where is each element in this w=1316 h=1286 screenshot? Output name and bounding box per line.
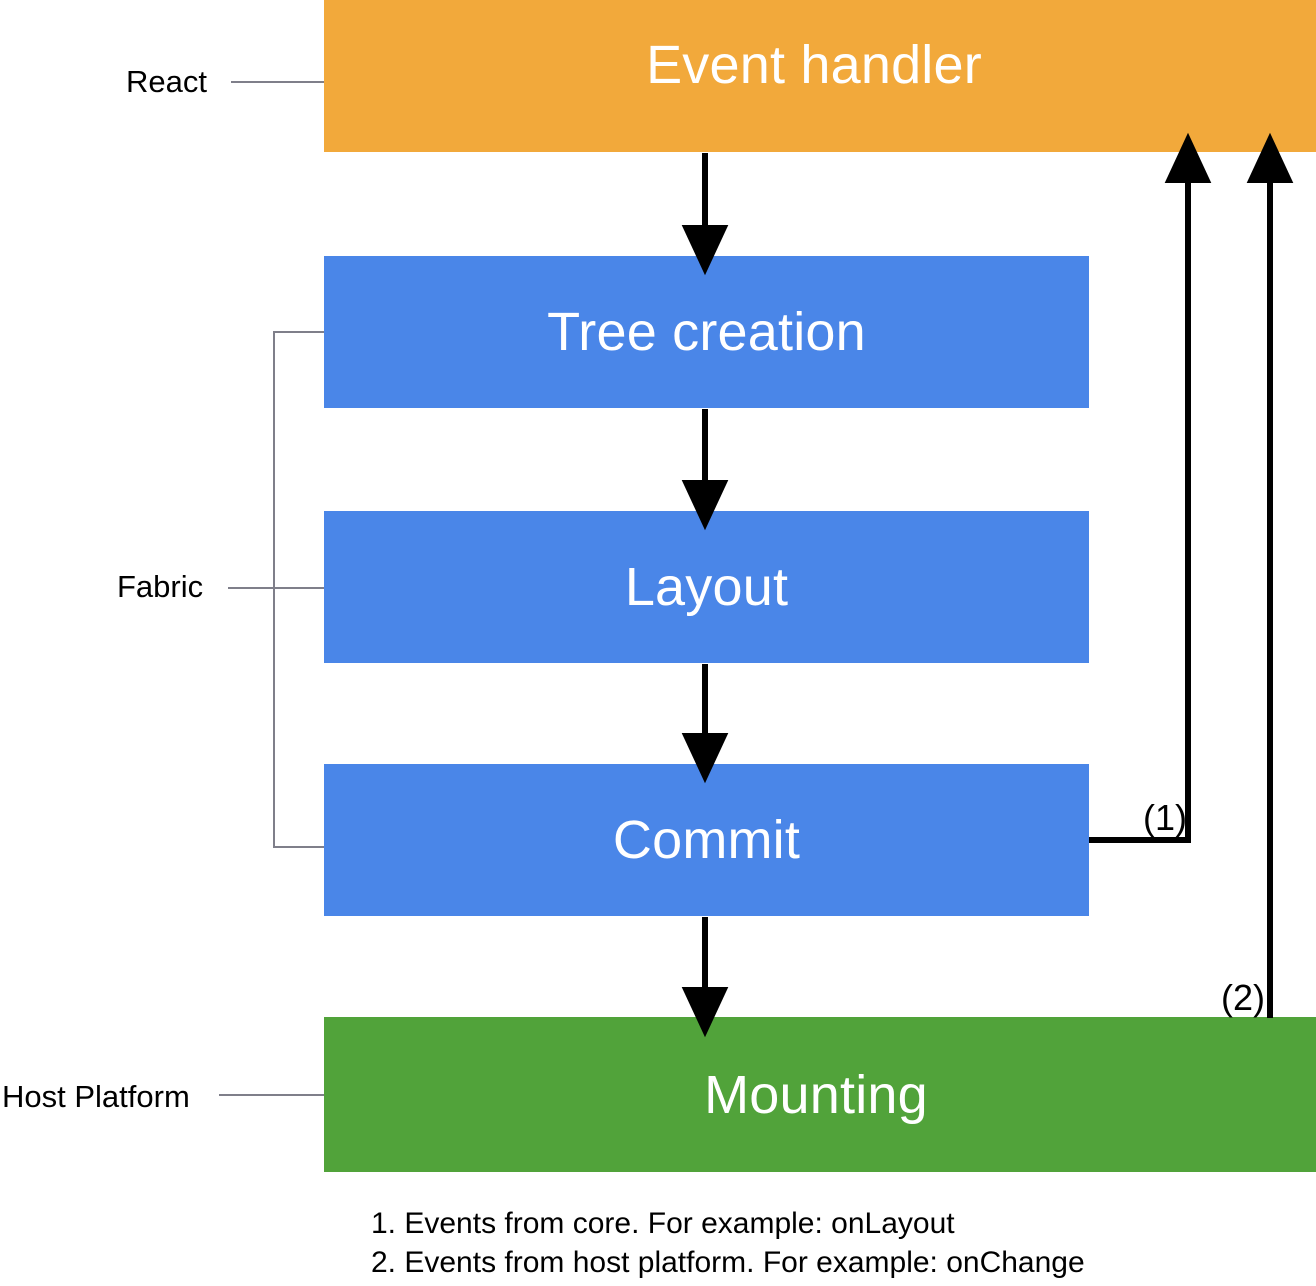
box-commit[interactable]: Commit <box>324 764 1089 916</box>
box-event-handler[interactable]: Event handler <box>324 0 1316 152</box>
box-event-handler-label: Event handler <box>646 35 982 95</box>
footnote-2: 2. Events from host platform. For exampl… <box>371 1246 1085 1279</box>
footnote-1: 1. Events from core. For example: onLayo… <box>371 1207 955 1240</box>
layer-label-host-platform: Host Platform <box>2 1079 190 1114</box>
layer-label-fabric: Fabric <box>117 569 204 604</box>
callout-label-1: (1) <box>1143 797 1187 838</box>
box-mounting-label: Mounting <box>704 1064 928 1125</box>
bracket-fabric <box>273 331 324 848</box>
box-mounting[interactable]: Mounting <box>324 1017 1316 1172</box>
layer-label-react: React <box>126 64 207 99</box>
box-commit-label: Commit <box>612 810 801 870</box>
box-layout-label: Layout <box>624 557 789 617</box>
callout-label-2: (2) <box>1221 977 1265 1018</box>
box-tree-creation-label: Tree creation <box>547 302 866 362</box>
box-tree-creation[interactable]: Tree creation <box>324 256 1089 408</box>
box-layout[interactable]: Layout <box>324 511 1089 663</box>
footnotes: 1. Events from core. For example: onLayo… <box>371 1204 1085 1282</box>
arrow-callout-1-commit-to-event <box>1089 132 1212 843</box>
